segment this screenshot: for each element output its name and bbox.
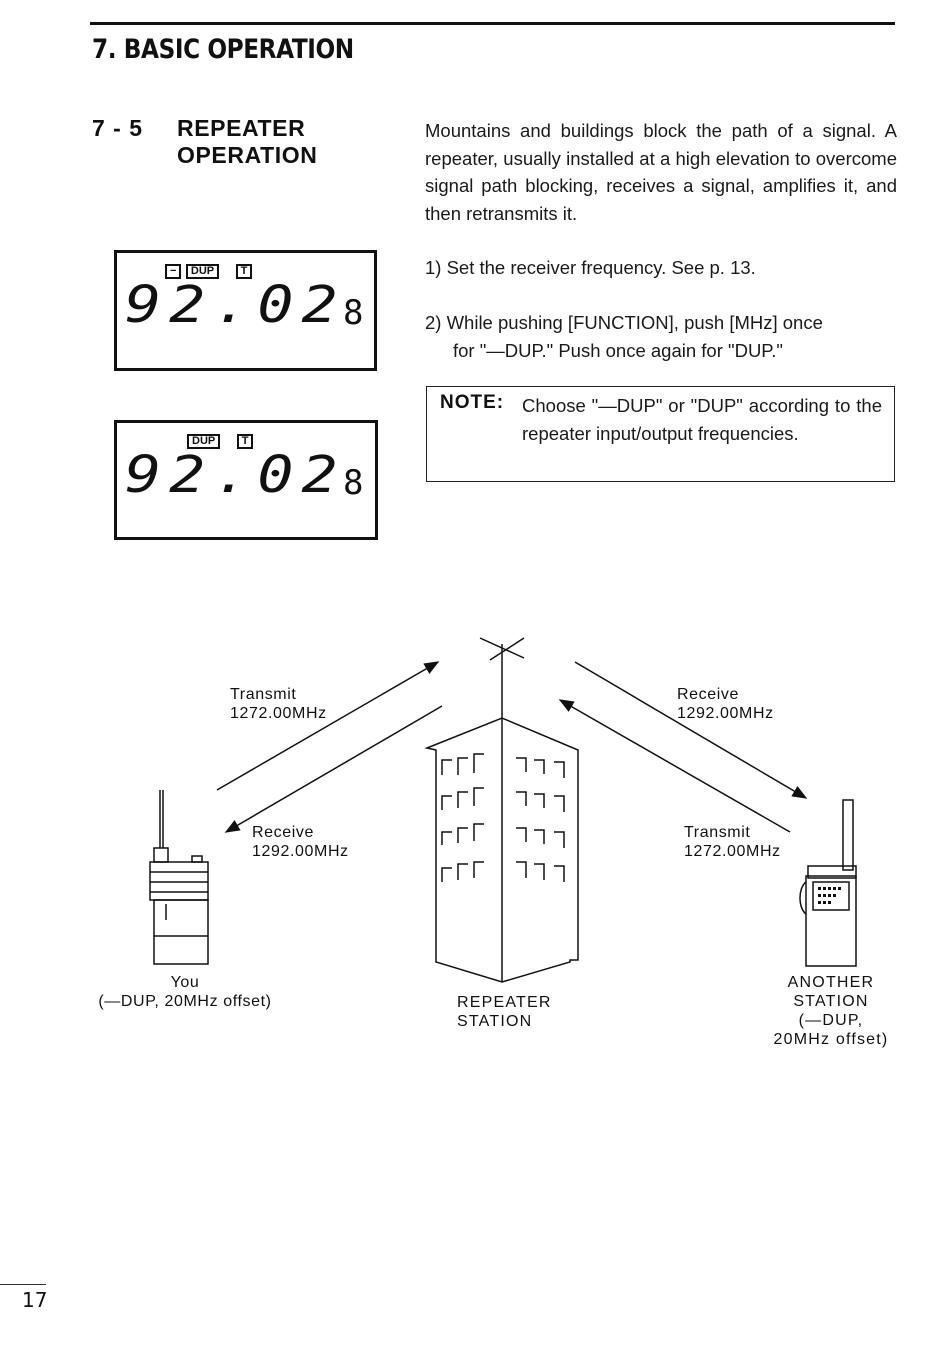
page-number-rule [0,1284,46,1285]
page-number: 17 [22,1288,48,1312]
lcd-display-dup: DUP T 92.02 8 [114,420,378,540]
transmit-left-line1: Transmit [230,686,297,703]
note-text: Choose "—DUP" or "DUP" according to the … [522,395,882,444]
another-line3: (—DUP, [798,1012,864,1029]
lcd2-badges: DUP T [187,431,254,449]
transmit-right-freq: 1272.00MHz [684,843,781,860]
repeater-diagram [149,637,857,983]
handheld-radio-you [149,790,209,965]
t-badge: T [235,264,253,279]
windows-right [516,757,565,882]
section-title-line2: OPERATION [177,142,318,168]
receive-left-freq: 1292.00MHz [252,843,349,860]
transmit-right-label: Transmit 1272.00MHz [684,823,781,861]
repeater-label: REPEATER STATION [457,993,552,1031]
receive-right-label: Receive 1292.00MHz [677,685,774,723]
receive-right-freq: 1292.00MHz [677,705,774,722]
chapter-title: 7. BASIC OPERATION [92,34,354,65]
note-label: NOTE: [440,392,505,413]
another-line1: ANOTHER [787,974,875,991]
you-line1: You [170,974,200,991]
lcd2-channel: 8 [343,463,364,503]
intro-paragraph: Mountains and buildings block the path o… [425,120,897,224]
transmit-left-freq: 1272.00MHz [230,705,327,722]
windows-left [441,753,484,882]
another-line2: STATION [793,993,869,1010]
another-line4: 20MHz offset) [773,1031,889,1048]
section-title: REPEATER OPERATION [177,115,317,169]
transmit-arrow-left [216,661,440,791]
transmit-left-label: Transmit 1272.00MHz [230,685,327,723]
you-label: You (—DUP, 20MHz offset) [90,973,280,1011]
lcd-display-minus-dup: − DUP T 92.02 8 [114,250,377,371]
step-2: 2) While pushing [FUNCTION], push [MHz] … [425,309,897,364]
t-badge: T [236,434,254,449]
transmit-arrow-right [558,699,791,833]
step-2-line1: 2) While pushing [FUNCTION], push [MHz] … [425,312,823,333]
section-title-line1: REPEATER [177,115,306,141]
lcd2-frequency: 92.02 [125,445,346,505]
receive-arrow-left [224,705,443,833]
section-number: 7 - 5 [92,115,144,141]
repeater-building [424,717,579,983]
note-box [426,386,895,482]
handheld-radio-another [799,799,857,967]
step-2-line2: for "—DUP." Push once again for "DUP." [453,339,783,361]
receive-right-line1: Receive [677,686,740,703]
receive-left-label: Receive 1292.00MHz [252,823,349,861]
step-1: 1) Set the receiver frequency. See p. 13… [425,257,756,278]
top-rule [90,22,895,25]
lcd1-frequency: 92.02 [125,275,346,335]
receive-arrow-right [574,661,808,799]
receive-left-line1: Receive [252,824,315,841]
lcd1-badges: − DUP T [165,261,253,279]
another-station-label: ANOTHER STATION (—DUP, 20MHz offset) [766,973,896,1049]
lcd1-channel: 8 [343,293,364,333]
repeater-line2: STATION [457,1013,533,1030]
you-line2: (—DUP, 20MHz offset) [98,993,272,1010]
transmit-right-line1: Transmit [684,824,751,841]
repeater-line1: REPEATER [457,994,552,1011]
